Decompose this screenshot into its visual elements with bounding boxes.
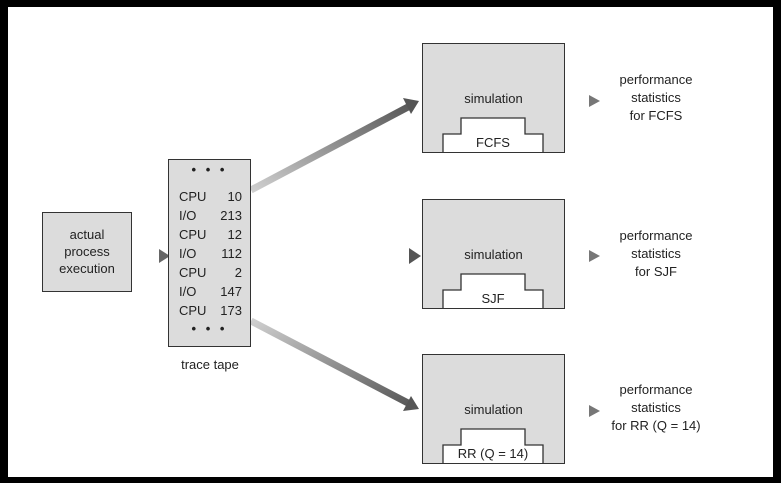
trace-row-type: I/O xyxy=(179,246,197,261)
diagram-canvas: actual process execution • • • CPU 10 I/… xyxy=(8,7,773,477)
algorithm-block-outline xyxy=(442,273,544,308)
algorithm-label-rr: RR (Q = 14) xyxy=(457,446,529,461)
source-line-3: execution xyxy=(59,261,115,276)
stats-line: performance xyxy=(619,72,693,87)
source-line-2: process xyxy=(64,244,110,259)
trace-row-value: 147 xyxy=(220,284,242,299)
algorithm-block-outline xyxy=(442,428,544,463)
trace-row-type: I/O xyxy=(179,208,197,223)
arrow-fcfs-to-stats xyxy=(565,95,600,107)
stats-fcfs: performance statistics for FCFS xyxy=(586,71,726,125)
trace-row-type: I/O xyxy=(179,284,197,299)
trace-row-value: 112 xyxy=(221,246,242,261)
arrow-trace-to-fcfs xyxy=(249,98,419,194)
arrow-rr-to-stats xyxy=(565,405,600,417)
stats-line: statistics xyxy=(631,90,681,105)
trace-row-value: 10 xyxy=(227,189,242,204)
arrows-layer xyxy=(132,95,600,417)
stats-line: statistics xyxy=(631,246,681,261)
stats-line: performance xyxy=(619,228,693,243)
algorithm-block-outline xyxy=(442,117,544,152)
trace-row-value: 213 xyxy=(220,208,242,223)
stats-line: for SJF xyxy=(635,264,677,279)
trace-tape-box: • • • CPU 10 I/O 213 CPU 12 I/O 112 CPU … xyxy=(168,159,251,347)
arrow-sjf-to-stats xyxy=(565,250,600,262)
simulation-label: simulation xyxy=(464,91,523,106)
stats-line: for FCFS xyxy=(629,108,683,123)
trace-row-type: CPU xyxy=(179,303,207,318)
algorithm-label-fcfs: FCFS xyxy=(476,135,510,150)
trace-row-value: 12 xyxy=(227,227,242,242)
arrow-trace-to-rr xyxy=(249,317,419,411)
trace-row-type: CPU xyxy=(179,189,207,204)
trace-row-value: 2 xyxy=(234,265,242,280)
arrow-trace-to-sjf xyxy=(251,248,421,264)
arrow-source-to-trace xyxy=(132,249,170,263)
trace-row-type: CPU xyxy=(179,227,207,242)
simulation-sjf-box: simulation SJF xyxy=(422,199,565,309)
source-line-1: actual xyxy=(69,227,105,242)
trace-dots-bottom: • • • xyxy=(191,321,228,336)
trace-row-type: CPU xyxy=(179,265,207,280)
stats-line: statistics xyxy=(631,400,681,415)
trace-dots-top: • • • xyxy=(191,162,228,177)
trace-row-value: 173 xyxy=(220,303,242,318)
trace-tape-caption: trace tape xyxy=(181,357,239,372)
stats-line: performance xyxy=(619,382,693,397)
stats-rr: performance statistics for RR (Q = 14) xyxy=(586,381,726,435)
stats-sjf: performance statistics for SJF xyxy=(586,227,726,281)
algorithm-label-sjf: SJF xyxy=(481,291,505,306)
simulation-rr-box: simulation RR (Q = 14) xyxy=(422,354,565,464)
simulation-label: simulation xyxy=(464,247,523,262)
simulation-fcfs-box: simulation FCFS xyxy=(422,43,565,153)
simulation-label: simulation xyxy=(464,402,523,417)
actual-process-execution-box: actual process execution xyxy=(42,212,132,292)
stats-line: for RR (Q = 14) xyxy=(611,418,701,433)
